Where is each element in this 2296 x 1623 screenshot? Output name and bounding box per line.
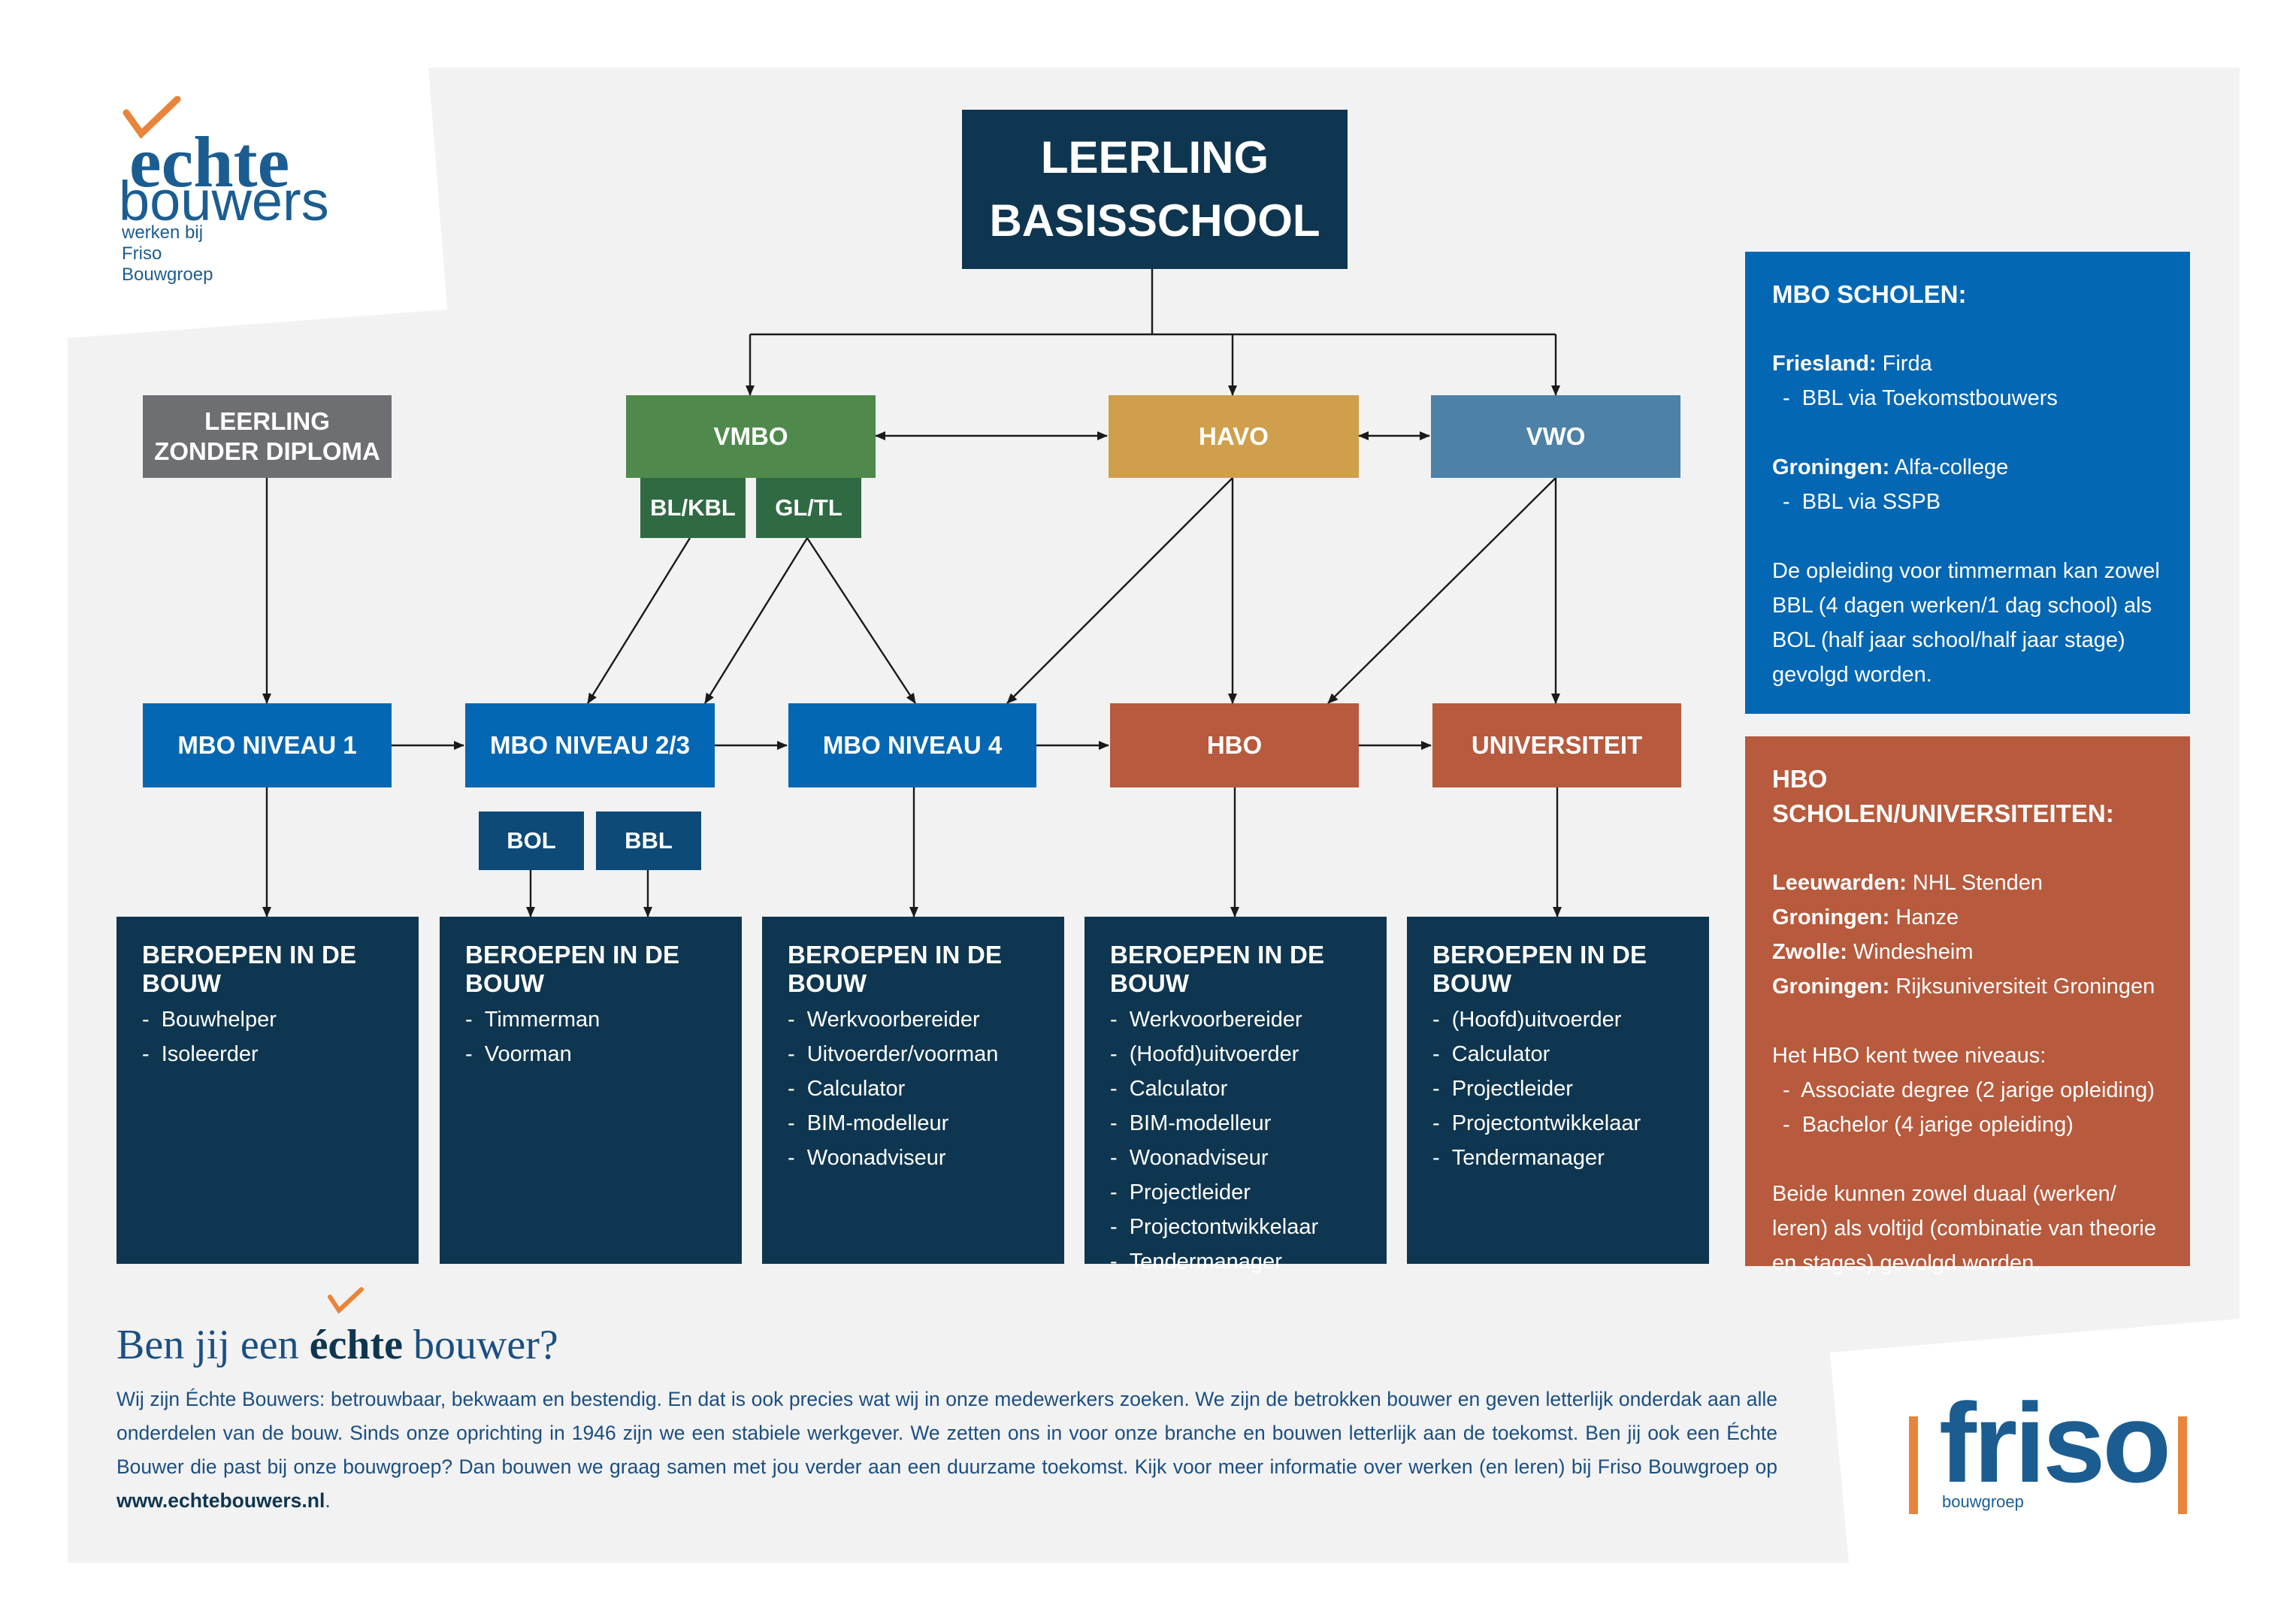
node-gl-tl: GL/TL <box>756 478 861 538</box>
node-havo: HAVO <box>1109 395 1359 478</box>
node-universiteit: UNIVERSITEIT <box>1432 703 1681 787</box>
careers-mbo-1: BEROEPEN IN DE BOUW Bouwhelper Isoleerde… <box>116 917 419 1264</box>
hbo-region-label: Groningen: <box>1772 905 1890 929</box>
logo-bouwers: bouwers <box>119 170 329 232</box>
node-vmbo: VMBO <box>626 395 876 478</box>
headline-echte: échte <box>309 1322 403 1368</box>
node-hbo: HBO <box>1110 703 1359 787</box>
career-item: Bouwhelper <box>142 1002 419 1037</box>
careers-title: BEROEPEN IN DE BOUW <box>788 941 1003 997</box>
career-item: Voorman <box>465 1037 742 1071</box>
career-item: Calculator <box>1110 1071 1387 1106</box>
career-item: Tendermanager <box>1432 1141 1709 1175</box>
friso-bar-left <box>1909 1416 1918 1514</box>
website-link[interactable]: www.echtebouwers.nl <box>116 1489 325 1512</box>
hbo-region-label: Zwolle: <box>1772 940 1847 964</box>
hbo-level: Bachelor (4 jarige opleiding) <box>1772 1108 2163 1142</box>
mbo-panel-note: De opleiding voor timmerman kan zowel BB… <box>1772 559 2160 687</box>
headline-post: bouwer? <box>402 1322 558 1368</box>
career-item: Isoleerder <box>142 1037 419 1071</box>
friso-logo-sub: bouwgroep <box>1942 1492 2024 1511</box>
node-mbo-niveau-4: MBO NIVEAU 4 <box>788 703 1036 787</box>
career-item: (Hoofd)uitvoerder <box>1110 1037 1387 1071</box>
hbo-school: NHL Stenden <box>1906 871 2043 895</box>
footer-body-end: . <box>325 1489 331 1512</box>
career-item: Calculator <box>788 1071 1064 1106</box>
career-item: Projectleider <box>1432 1071 1709 1106</box>
footer-body: Wij zijn Échte Bouwers: betrouwbaar, bek… <box>116 1383 1777 1518</box>
mbo-panel-title: MBO SCHOLEN: <box>1772 280 1967 308</box>
mbo-region-label: Friesland: <box>1772 352 1877 376</box>
node-bbl: BBL <box>596 812 701 870</box>
career-item: Werkvoorbereider <box>788 1002 1064 1037</box>
career-item: Uitvoerder/voorman <box>788 1037 1064 1071</box>
node-bol: BOL <box>479 812 584 870</box>
hbo-school: Rijksuniversiteit Groningen <box>1889 975 2155 999</box>
careers-title: BEROEPEN IN DE BOUW <box>1432 941 1647 997</box>
footer-headline: Ben jij een échte bouwer? <box>116 1321 558 1369</box>
careers-mbo-4: BEROEPEN IN DE BOUW Werkvoorbereider Uit… <box>762 917 1064 1264</box>
career-item: Tendermanager <box>1110 1244 1387 1279</box>
hbo-panel-title: HBO SCHOLEN/UNIVERSITEITEN: <box>1772 765 2114 827</box>
career-item: BIM-modelleur <box>1110 1106 1387 1141</box>
career-item: (Hoofd)uitvoerder <box>1432 1002 1709 1037</box>
hbo-region-label: Groningen: <box>1772 975 1890 999</box>
hbo-levels-intro: Het HBO kent twee niveaus: <box>1772 1044 2046 1068</box>
friso-bar-right <box>2178 1416 2187 1514</box>
careers-title: BEROEPEN IN DE BOUW <box>1110 941 1325 997</box>
careers-title: BEROEPEN IN DE BOUW <box>142 941 357 997</box>
hbo-school: Windesheim <box>1847 940 1974 964</box>
career-item: Projectontwikkelaar <box>1432 1106 1709 1141</box>
mbo-school: Firda <box>1876 352 1932 376</box>
headline-pre: Ben jij een <box>116 1322 310 1368</box>
career-item: Projectleider <box>1110 1175 1387 1210</box>
node-bl-kbl: BL/KBL <box>640 478 746 538</box>
footer-body-text: Wij zijn Échte Bouwers: betrouwbaar, bek… <box>116 1388 1777 1478</box>
career-item: Woonadviseur <box>1110 1141 1387 1175</box>
node-mbo-niveau-1: MBO NIVEAU 1 <box>143 703 392 787</box>
mbo-region-label: Groningen: <box>1772 455 1890 479</box>
checkmark-icon <box>328 1287 364 1314</box>
checkmark-icon <box>123 96 181 139</box>
node-mbo-niveau-2-3: MBO NIVEAU 2/3 <box>465 703 715 787</box>
node-leerling-basisschool: LEERLING BASISSCHOOL <box>962 110 1348 269</box>
mbo-school-detail: BBL via SSPB <box>1772 485 2163 519</box>
careers-title: BEROEPEN IN DE BOUW <box>465 941 680 997</box>
career-item: Timmerman <box>465 1002 742 1037</box>
node-leerling-zonder-diploma: LEERLING ZONDER DIPLOMA <box>143 395 392 478</box>
career-item: Werkvoorbereider <box>1110 1002 1387 1037</box>
hbo-region-label: Leeuwarden: <box>1772 871 1907 895</box>
hbo-school: Hanze <box>1889 905 1959 929</box>
mbo-schools-panel: MBO SCHOLEN: Friesland: Firda BBL via To… <box>1745 252 2190 714</box>
mbo-school-detail: BBL via Toekomstbouwers <box>1772 381 2163 416</box>
careers-hbo: BEROEPEN IN DE BOUW Werkvoorbereider (Ho… <box>1084 917 1387 1274</box>
careers-mbo-2-3: BEROEPEN IN DE BOUW Timmerman Voorman <box>440 917 742 1264</box>
logo-echte: echte <box>129 122 290 202</box>
node-vwo: VWO <box>1431 395 1680 478</box>
hbo-schools-panel: HBO SCHOLEN/UNIVERSITEITEN: Leeuwarden: … <box>1745 736 2190 1275</box>
logo-tagline: werken bij Friso Bouwgroep <box>122 222 213 285</box>
hbo-level: Associate degree (2 jarige opleiding) <box>1772 1073 2163 1108</box>
career-item: Woonadviseur <box>788 1141 1064 1175</box>
friso-logo: friso <box>1939 1380 2171 1506</box>
career-item: Projectontwikkelaar <box>1110 1210 1387 1244</box>
career-item: Calculator <box>1432 1037 1709 1071</box>
careers-universiteit: BEROEPEN IN DE BOUW (Hoofd)uitvoerder Ca… <box>1407 917 1709 1264</box>
career-item: BIM-modelleur <box>788 1106 1064 1141</box>
mbo-school: Alfa-college <box>1889 455 2009 479</box>
hbo-panel-note: Beide kunnen zowel duaal (werken/ leren)… <box>1772 1182 2156 1275</box>
